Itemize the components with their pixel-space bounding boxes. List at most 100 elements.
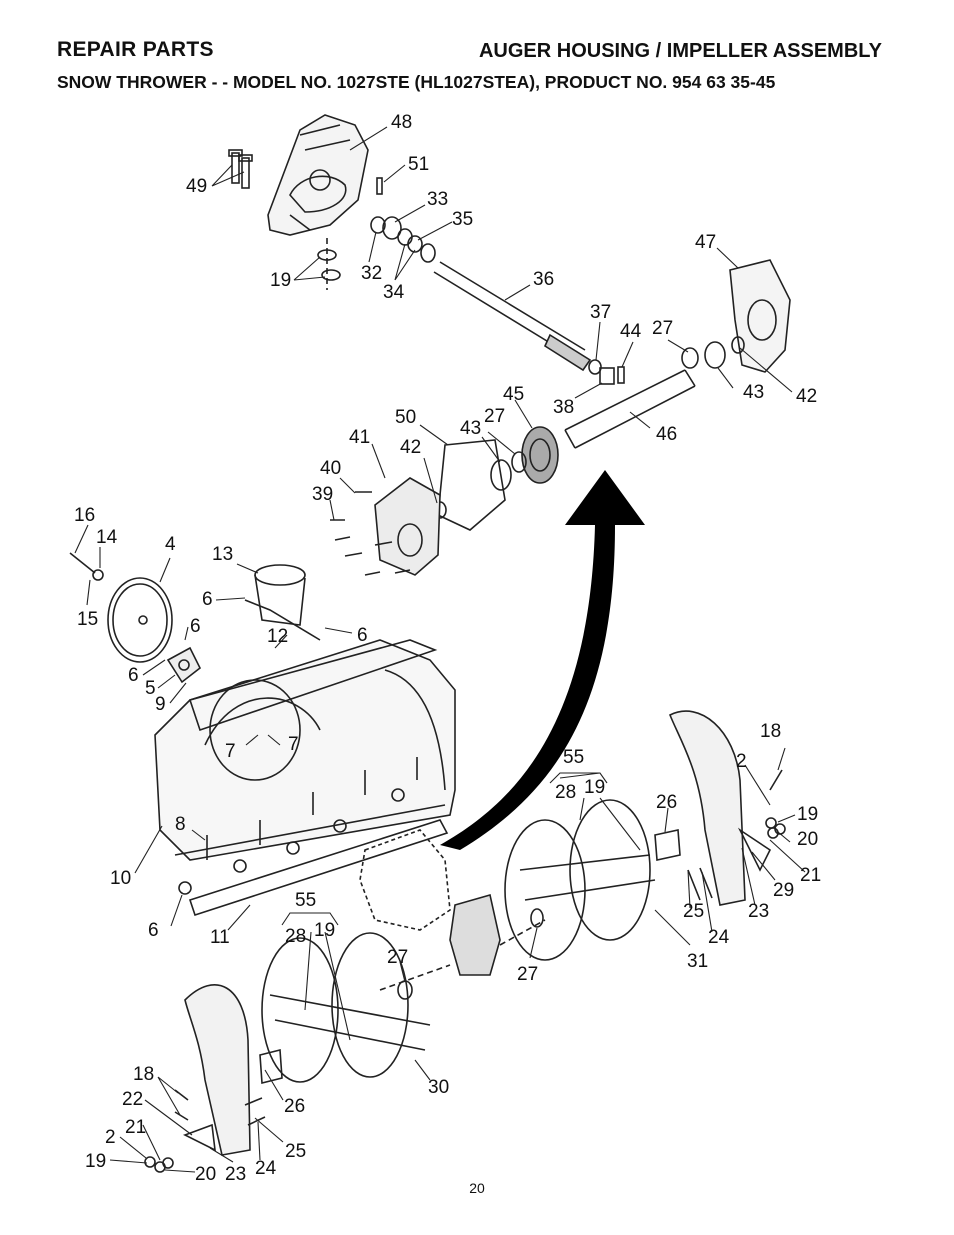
bracket-55 <box>281 772 608 926</box>
callout-55: 55 <box>295 890 316 911</box>
callout-2: 2 <box>736 751 747 772</box>
oring-42-right <box>731 336 745 354</box>
callout-28: 28 <box>555 782 576 803</box>
callout-41: 41 <box>349 427 370 448</box>
callout-27: 27 <box>652 318 673 339</box>
bolts-49 <box>228 149 253 189</box>
callout-30: 30 <box>428 1077 449 1098</box>
callout-55: 55 <box>563 747 584 768</box>
callout-35: 35 <box>452 209 473 230</box>
center-gearbox <box>379 893 546 991</box>
callout-19: 19 <box>85 1151 106 1172</box>
bolts-39-40 <box>330 491 411 576</box>
bearing-flange-5 <box>166 646 202 684</box>
callout-23: 23 <box>748 901 769 922</box>
callout-19: 19 <box>584 777 605 798</box>
callout-18: 18 <box>760 721 781 742</box>
assembly-title: AUGER HOUSING / IMPELLER ASSEMBLY <box>478 40 882 62</box>
callout-39: 39 <box>312 484 333 505</box>
callout-27: 27 <box>387 947 408 968</box>
callout-11: 11 <box>210 927 230 948</box>
direction-arrow <box>440 470 645 850</box>
callout-22: 22 <box>122 1089 143 1110</box>
callout-27: 27 <box>484 406 505 427</box>
callout-33: 33 <box>427 189 448 210</box>
model-subtitle: SNOW THROWER - - MODEL NO. 1027STE (HL10… <box>57 72 776 92</box>
pulley-4 <box>107 577 173 663</box>
right-side-plate <box>668 710 746 906</box>
callout-42: 42 <box>400 437 421 458</box>
callout-19: 19 <box>270 270 291 291</box>
callout-18: 18 <box>133 1064 154 1085</box>
washer-27-center-left <box>397 980 413 1000</box>
washer-27-mid <box>511 451 527 473</box>
callout-9: 9 <box>155 694 166 715</box>
bearings-washers <box>370 216 436 263</box>
callout-19: 19 <box>314 920 335 941</box>
callout-32: 32 <box>361 263 382 284</box>
bearing-38 <box>599 367 615 385</box>
gasket-50 <box>437 439 506 531</box>
callout-20: 20 <box>797 829 818 850</box>
callout-2: 2 <box>105 1127 116 1148</box>
callout-13: 13 <box>212 544 233 565</box>
callout-31: 31 <box>687 951 708 972</box>
auger-housing-10 <box>154 639 456 861</box>
callout-46: 46 <box>656 424 677 445</box>
gearbox-cover-47 <box>729 259 791 373</box>
washer-37 <box>588 359 602 375</box>
callout-28: 28 <box>285 926 306 947</box>
callout-47: 47 <box>695 232 716 253</box>
callout-26: 26 <box>284 1096 305 1117</box>
callout-34: 34 <box>383 282 405 303</box>
bearing-26-right <box>654 829 681 861</box>
callout-24: 24 <box>708 927 730 948</box>
bearing-43-right <box>704 341 726 369</box>
skid-left <box>182 1123 216 1152</box>
callout-37: 37 <box>590 302 611 323</box>
callout-49: 49 <box>186 176 207 197</box>
callout-45: 45 <box>503 384 524 405</box>
washer-14 <box>92 569 104 581</box>
leader-lines <box>74 126 806 1173</box>
worm-gear-45 <box>521 426 559 484</box>
bearing-26-left <box>259 1048 283 1085</box>
callout-51: 51 <box>408 154 429 175</box>
callout-7: 7 <box>225 741 236 762</box>
shave-plate-bolts <box>178 757 418 895</box>
callout-24: 24 <box>255 1158 277 1179</box>
left-side-plate <box>184 984 251 1156</box>
callout-25: 25 <box>285 1141 306 1162</box>
callout-43: 43 <box>460 418 481 439</box>
key-44 <box>617 366 625 384</box>
callout-23: 23 <box>225 1164 246 1185</box>
callout-40: 40 <box>320 458 341 479</box>
callout-6: 6 <box>128 665 139 686</box>
callout-6: 6 <box>190 616 201 637</box>
bearing-43-mid <box>490 459 512 491</box>
callout-36: 36 <box>533 269 554 290</box>
callout-43: 43 <box>743 382 764 403</box>
shave-plate-11 <box>188 819 449 917</box>
gearbox-housing-41 <box>374 477 441 576</box>
callout-21: 21 <box>800 865 821 886</box>
callout-44: 44 <box>620 321 642 342</box>
callout-48: 48 <box>391 112 412 133</box>
callout-7: 7 <box>288 734 299 755</box>
auger-right-31 <box>504 799 656 961</box>
callout-4: 4 <box>165 534 176 555</box>
gearbox-housing-top <box>267 114 369 236</box>
callout-labels: 48 51 49 33 35 32 19 34 36 47 37 44 27 4… <box>74 112 821 1185</box>
callout-19: 19 <box>797 804 818 825</box>
callout-6: 6 <box>357 625 368 646</box>
callout-26: 26 <box>656 792 677 813</box>
callout-6: 6 <box>148 920 159 941</box>
callout-20: 20 <box>195 1164 216 1185</box>
worm-shaft-36 <box>433 261 592 372</box>
callout-25: 25 <box>683 901 704 922</box>
auger-left-30 <box>261 932 431 1083</box>
center-gearbox-outline <box>359 829 451 931</box>
section-title: REPAIR PARTS <box>57 38 214 61</box>
callout-21: 21 <box>125 1117 146 1138</box>
